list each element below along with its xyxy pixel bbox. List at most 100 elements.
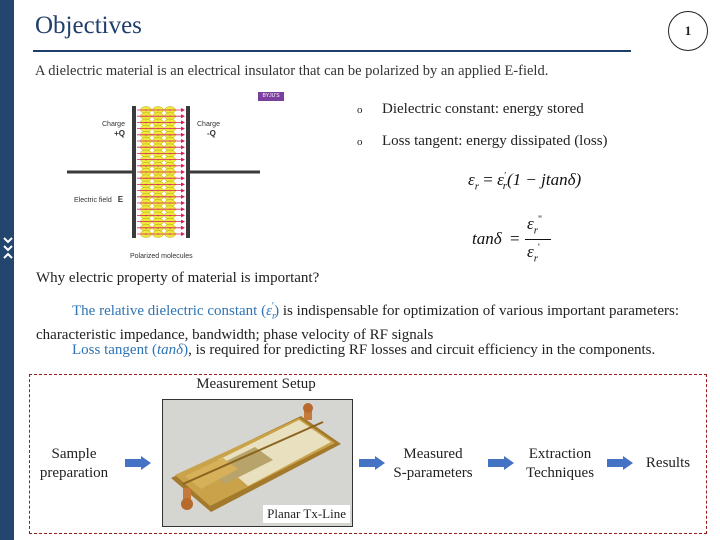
molecule-sign: + bbox=[157, 121, 160, 126]
molecule-sign: + bbox=[145, 214, 148, 219]
para1-symbol: ε bbox=[266, 303, 272, 319]
molecule-sign: + bbox=[169, 183, 172, 188]
field-arrowhead bbox=[181, 194, 185, 199]
setup-heading: Measurement Setup bbox=[196, 376, 316, 392]
para1-symbol-sub: r bbox=[272, 311, 276, 322]
para2-suffix: ) bbox=[183, 342, 189, 358]
molecule-sign: + bbox=[157, 208, 160, 213]
eq2-numerator-sub: r bbox=[533, 224, 538, 237]
molecule-sign: + bbox=[157, 146, 160, 151]
charge-right-value: -Q bbox=[207, 129, 216, 138]
molecule-sign: + bbox=[145, 115, 148, 120]
molecule-sign: + bbox=[157, 177, 160, 182]
field-arrowhead bbox=[181, 139, 185, 143]
molecule-sign: + bbox=[169, 208, 172, 213]
para1-suffix: ) bbox=[274, 303, 280, 319]
step1-line1: Sample bbox=[51, 446, 97, 462]
molecule-sign: + bbox=[157, 202, 160, 207]
molecule-sign: + bbox=[169, 233, 172, 238]
field-arrowhead bbox=[181, 201, 185, 205]
para1-highlight: The relative dielectric constant (εr′) bbox=[72, 301, 280, 322]
molecule-sign: + bbox=[157, 171, 160, 176]
eq2-numerator: ε bbox=[527, 214, 534, 233]
molecule-sign: + bbox=[169, 221, 172, 226]
paragraph-dielectric-constant: The relative dielectric constant (εr′) i… bbox=[36, 297, 704, 345]
molecule-sign: + bbox=[169, 121, 172, 126]
step2-line1: Measured bbox=[403, 446, 463, 462]
molecule-sign: + bbox=[157, 183, 160, 188]
eq2-denominator-sup: ' bbox=[537, 242, 540, 254]
molecule-sign: + bbox=[157, 190, 160, 195]
byjus-logo: BYJU'S bbox=[258, 92, 284, 101]
molecule-sign: + bbox=[145, 121, 148, 126]
para2-symbol: tanδ bbox=[156, 342, 184, 358]
molecules-label: Polarized molecules bbox=[130, 253, 193, 260]
field-arrowhead bbox=[181, 114, 185, 119]
molecule-sign: + bbox=[169, 227, 172, 232]
eq1-subscript: r bbox=[474, 180, 479, 193]
field-arrowhead bbox=[181, 232, 185, 236]
eq1-equals: = bbox=[483, 170, 493, 189]
arrow-icon bbox=[488, 456, 514, 475]
para2-rest: , is required for predicting RF losses a… bbox=[188, 342, 656, 358]
field-arrowhead bbox=[181, 207, 185, 212]
step-extraction-techniques: Extraction Techniques bbox=[518, 445, 602, 483]
paragraph-loss-tangent: Loss tangent (tanδ), is required for pre… bbox=[36, 341, 704, 360]
intro-text: A dielectric material is an electrical i… bbox=[35, 63, 549, 79]
bullet-marker: o bbox=[357, 136, 363, 148]
field-arrowhead bbox=[181, 120, 185, 125]
molecule-sign: + bbox=[145, 177, 148, 182]
left-plate bbox=[132, 106, 136, 238]
molecule-sign: + bbox=[157, 214, 160, 219]
molecule-sign: + bbox=[145, 140, 148, 145]
molecule-sign: + bbox=[169, 134, 172, 139]
step3-line2: Techniques bbox=[525, 465, 595, 481]
molecule-sign: + bbox=[145, 165, 148, 170]
field-arrowhead bbox=[181, 145, 185, 150]
step3-line1: Extraction bbox=[528, 446, 592, 462]
molecule-sign: + bbox=[157, 159, 160, 164]
field-arrowhead bbox=[181, 163, 185, 168]
molecule-sign: + bbox=[145, 128, 148, 133]
field-arrowhead bbox=[181, 219, 185, 224]
molecule-sign: + bbox=[169, 152, 172, 157]
field-lines bbox=[137, 108, 185, 236]
charge-left-label: Charge bbox=[102, 121, 125, 128]
eq1-rhs-subscript: r bbox=[502, 180, 507, 193]
equation-loss-tangent: tanδ = εr" εr' bbox=[472, 214, 562, 266]
field-arrowhead bbox=[181, 126, 185, 131]
capacitor-figure: ++++++++++++++++++++++++++++++++++++++++… bbox=[62, 92, 317, 264]
molecule-sign: + bbox=[145, 233, 148, 238]
bullet-text: Loss tangent: energy dissipated (loss) bbox=[382, 133, 608, 149]
molecule-sign: + bbox=[169, 128, 172, 133]
step1-line2: preparation bbox=[39, 465, 109, 481]
molecule-sign: + bbox=[157, 134, 160, 139]
field-arrowhead bbox=[181, 182, 185, 187]
molecule-sign: + bbox=[145, 190, 148, 195]
molecule-sign: + bbox=[145, 159, 148, 164]
molecule-sign: + bbox=[157, 152, 160, 157]
eq1-factor: (1 − jtanδ) bbox=[507, 170, 582, 189]
field-label: Electric field bbox=[74, 197, 112, 204]
para1-rest: is indispensable for optimization of var… bbox=[36, 303, 679, 343]
para1-prefix: The relative dielectric constant ( bbox=[72, 303, 267, 319]
arrow-icon bbox=[359, 456, 385, 475]
eq1-rhs-epsilon: ε bbox=[497, 170, 504, 189]
molecule-sign: + bbox=[157, 227, 160, 232]
measurement-setup-box bbox=[29, 374, 707, 534]
eq2-tan-delta: tanδ bbox=[472, 229, 502, 248]
bullet-text: Dielectric constant: energy stored bbox=[382, 101, 584, 117]
arrow-icon bbox=[607, 456, 633, 475]
molecule-sign: + bbox=[145, 109, 148, 114]
molecule-sign: + bbox=[157, 221, 160, 226]
charge-left-value: +Q bbox=[114, 129, 125, 138]
para2-prefix: Loss tangent ( bbox=[72, 342, 157, 358]
capacitor-diagram: ++++++++++++++++++++++++++++++++++++++++… bbox=[67, 106, 260, 238]
molecule-sign: + bbox=[145, 221, 148, 226]
field-arrowhead bbox=[181, 151, 185, 156]
question-heading: Why electric property of material is imp… bbox=[36, 270, 320, 286]
title-divider bbox=[33, 50, 631, 52]
para1-symbol-sup: ′ bbox=[271, 301, 275, 312]
para2-highlight: Loss tangent (tanδ) bbox=[72, 342, 188, 358]
